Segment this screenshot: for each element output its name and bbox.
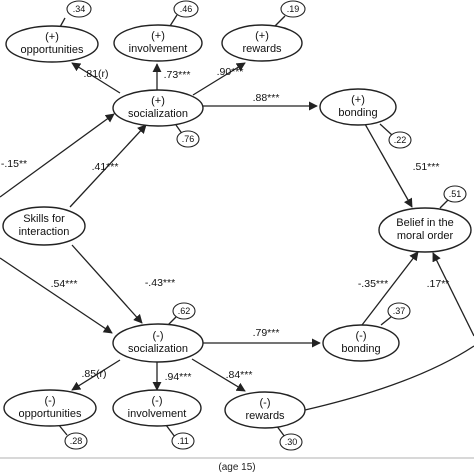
error-neg-rewards: .30 xyxy=(279,433,303,451)
node-pos-socialization: (+) socialization xyxy=(112,89,204,127)
node-pos-opportunities-sign: (+) xyxy=(45,31,59,43)
path-label-posbond-belief: .51*** xyxy=(413,161,440,173)
node-neg-socialization: (-) socialization xyxy=(112,323,204,363)
node-pos-bonding-label: bonding xyxy=(338,107,377,119)
err-link-pos-rewards xyxy=(274,15,286,27)
node-pos-rewards-label: rewards xyxy=(242,43,282,55)
error-neg-involvement-value: .11 xyxy=(177,436,189,446)
error-neg-rewards-value: .30 xyxy=(285,437,298,447)
error-belief: .51 xyxy=(443,185,467,203)
error-neg-opportunities-value: .28 xyxy=(70,436,83,446)
path-label-negsoc-rew: .84*** xyxy=(226,369,253,381)
edge-possoc-to-rewards xyxy=(192,62,246,96)
path-label-possoc-inv: .73*** xyxy=(164,69,191,81)
edge-negbond-to-belief xyxy=(361,251,419,326)
error-pos-bonding: .22 xyxy=(388,131,412,149)
node-neg-rewards: (-) rewards xyxy=(224,391,306,429)
node-neg-rewards-sign: (-) xyxy=(260,397,271,409)
node-neg-bonding: (-) bonding xyxy=(322,324,400,362)
node-pos-bonding: (+) bonding xyxy=(319,88,397,126)
err-link-pos-involvement xyxy=(169,14,178,27)
error-pos-involvement: .46 xyxy=(173,0,199,18)
error-pos-opportunities: .34 xyxy=(66,0,92,18)
node-skills-line1: Skills for xyxy=(23,213,65,225)
edge-skills-to-negsoc xyxy=(71,244,143,324)
error-pos-rewards: .19 xyxy=(280,0,306,18)
edge-negrewards-curve xyxy=(304,345,474,411)
node-belief-line2: moral order xyxy=(397,230,454,242)
path-labels: .81(r) .73*** .90*** .88*** .51*** .41**… xyxy=(1,66,450,383)
err-link-pos-bonding xyxy=(379,123,393,136)
node-neg-bonding-label: bonding xyxy=(341,343,380,355)
node-pos-bonding-sign: (+) xyxy=(351,94,365,106)
path-label-negbond-belief: -.35*** xyxy=(358,278,388,290)
path-label-possoc-rew: .90*** xyxy=(217,66,244,78)
node-neg-opportunities-sign: (-) xyxy=(45,395,56,407)
error-neg-involvement: .11 xyxy=(171,432,195,450)
path-label-left-possoc: -.15** xyxy=(1,158,27,170)
node-pos-socialization-label: socialization xyxy=(128,108,188,120)
error-pos-bonding-value: .22 xyxy=(394,135,407,145)
edges xyxy=(0,14,474,438)
edge-possoc-to-opportunities xyxy=(71,62,121,94)
error-belief-value: .51 xyxy=(449,189,462,199)
error-neg-bonding-value: .37 xyxy=(393,306,406,316)
edge-posbond-to-belief xyxy=(364,123,413,208)
node-neg-involvement: (-) involvement xyxy=(112,389,202,427)
error-neg-bonding: .37 xyxy=(387,302,411,320)
node-pos-opportunities: (+) opportunities xyxy=(5,25,99,63)
path-label-right-belief: .17** xyxy=(427,278,450,290)
error-pos-involvement-value: .46 xyxy=(180,4,193,14)
error-pos-rewards-value: .19 xyxy=(287,4,300,14)
error-terms: .34 .46 .19 .76 .22 .51 .62 .37 xyxy=(64,0,467,451)
node-neg-rewards-label: rewards xyxy=(245,410,285,422)
node-neg-involvement-label: involvement xyxy=(128,408,187,420)
node-pos-opportunities-label: opportunities xyxy=(21,44,84,56)
path-label-skills-possoc: .41*** xyxy=(92,161,119,173)
node-pos-rewards-sign: (+) xyxy=(255,30,269,42)
node-skills-line2: interaction xyxy=(19,226,70,238)
err-link-pos-opportunities xyxy=(59,17,66,28)
node-pos-involvement: (+) involvement xyxy=(113,24,203,62)
node-pos-involvement-sign: (+) xyxy=(151,30,165,42)
edge-negsoc-to-opportunities xyxy=(71,359,121,391)
error-neg-opportunities: .28 xyxy=(64,432,88,450)
path-label-possoc-opp: .81(r) xyxy=(83,68,108,80)
edge-left-to-negsoc xyxy=(0,257,113,334)
node-neg-bonding-sign: (-) xyxy=(356,330,367,342)
error-pos-opportunities-value: .34 xyxy=(73,4,86,14)
error-pos-socialization-value: .76 xyxy=(182,134,195,144)
path-label-negsoc-inv: .94*** xyxy=(165,371,192,383)
node-skills-for-interaction: Skills for interaction xyxy=(2,206,86,246)
edge-skills-to-possoc xyxy=(69,124,147,208)
err-link-belief xyxy=(439,199,449,209)
error-pos-socialization: .76 xyxy=(176,130,200,148)
node-neg-socialization-label: socialization xyxy=(128,343,188,355)
node-neg-socialization-sign: (-) xyxy=(153,330,164,342)
err-link-neg-involvement xyxy=(165,424,176,438)
node-pos-rewards: (+) rewards xyxy=(221,24,303,62)
edge-left-to-possoc xyxy=(0,113,115,198)
node-neg-opportunities: (-) opportunities xyxy=(3,389,97,427)
footer-age-label: (age 15) xyxy=(218,462,255,473)
path-label-possoc-bond: .88*** xyxy=(253,92,280,104)
err-link-neg-bonding xyxy=(380,316,392,326)
node-belief-line1: Belief in the xyxy=(396,217,453,229)
edge-right-to-belief xyxy=(432,252,474,337)
error-neg-socialization-value: .62 xyxy=(178,306,191,316)
node-pos-socialization-sign: (+) xyxy=(151,95,165,107)
node-belief-in-moral-order: Belief in the moral order xyxy=(378,207,472,253)
path-label-left-negsoc: .54*** xyxy=(51,278,78,290)
node-neg-involvement-sign: (-) xyxy=(152,395,163,407)
node-pos-involvement-label: involvement xyxy=(129,43,188,55)
err-link-neg-socialization xyxy=(167,316,177,326)
edge-negsoc-to-rewards xyxy=(191,358,246,392)
path-label-negsoc-bond: .79*** xyxy=(253,327,280,339)
path-label-skills-negsoc: -.43*** xyxy=(145,277,175,289)
error-neg-socialization: .62 xyxy=(172,302,196,320)
node-neg-opportunities-label: opportunities xyxy=(19,408,82,420)
path-label-negsoc-opp: .85(r) xyxy=(81,368,106,380)
